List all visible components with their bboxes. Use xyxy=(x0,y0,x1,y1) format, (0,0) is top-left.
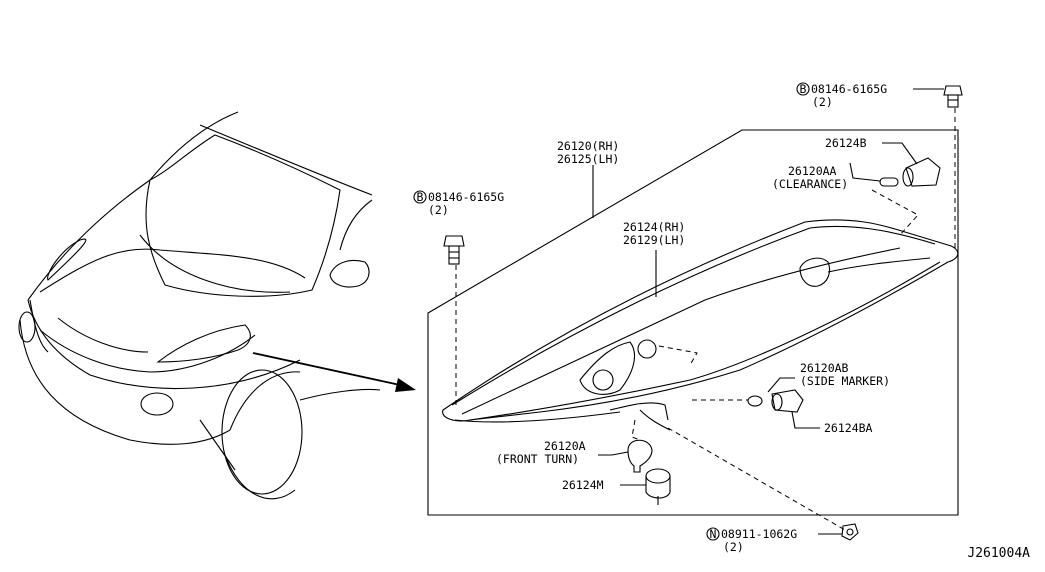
front-turn-desc: (FRONT TURN) xyxy=(496,452,579,466)
callout-side-marker: 26120AB (SIDE MARKER) xyxy=(800,361,890,388)
callout-socket-m: 26124M xyxy=(562,478,604,492)
socket-ba-part: 26124BA xyxy=(824,421,873,435)
clearance-desc: (CLEARANCE) xyxy=(772,177,848,191)
assembly-frame xyxy=(427,129,959,516)
headlamp-assembly xyxy=(442,219,959,431)
side-marker-part: 26120AB xyxy=(800,361,849,375)
bolt-top-prefix: B xyxy=(800,82,807,96)
bolt-top-qty: (2) xyxy=(812,95,833,109)
housing-lh: 26129(LH) xyxy=(623,233,685,247)
side-marker-bulb xyxy=(747,395,763,407)
diagram-code: J261004A xyxy=(967,546,1030,561)
nut-bottom-prefix: N xyxy=(710,527,717,541)
vehicle-front-sketch xyxy=(18,111,381,500)
callout-bolt-top: B 08146-6165G (2) xyxy=(796,82,887,109)
callout-headlamp-assy: 26120(RH) 26125(LH) xyxy=(557,139,619,166)
socket-m-part: 26124M xyxy=(562,478,604,492)
bolt-left-qty: (2) xyxy=(428,203,449,217)
pointer-arrow xyxy=(252,352,416,392)
nut-bottom xyxy=(841,523,859,541)
bolt-left-prefix: B xyxy=(417,190,424,204)
socket-b-part: 26124B xyxy=(825,136,867,150)
nut-bottom-part: 08911-1062G xyxy=(721,527,797,541)
callout-clearance: 26120AA (CLEARANCE) xyxy=(772,164,848,191)
dashed-leaders xyxy=(455,108,956,531)
callout-socket-b: 26124B xyxy=(825,136,867,150)
front-turn-part: 26120A xyxy=(544,439,586,453)
socket-26124ba xyxy=(771,389,804,413)
bolt-left-part: 08146-6165G xyxy=(428,190,504,204)
bolt-left xyxy=(443,235,465,265)
socket-26124m xyxy=(645,468,671,505)
callout-socket-ba: 26124BA xyxy=(824,421,873,435)
bolt-top-part: 08146-6165G xyxy=(811,82,887,96)
callout-nut-bottom: N 08911-1062G (2) xyxy=(706,527,797,554)
clearance-part: 26120AA xyxy=(788,164,837,178)
side-marker-desc: (SIDE MARKER) xyxy=(800,374,890,388)
headlamp-assy-lh: 26125(LH) xyxy=(557,152,619,166)
leader-lines xyxy=(592,88,944,535)
housing-rh: 26124(RH) xyxy=(623,220,685,234)
callout-bolt-left: B 08146-6165G (2) xyxy=(413,190,504,217)
callout-housing: 26124(RH) 26129(LH) xyxy=(623,220,685,247)
front-turn-bulb xyxy=(627,439,653,473)
nut-bottom-qty: (2) xyxy=(723,540,744,554)
socket-26124b xyxy=(902,157,941,187)
headlamp-assy-rh: 26120(RH) xyxy=(557,139,619,153)
bolt-top xyxy=(943,85,963,108)
callout-front-turn: 26120A (FRONT TURN) xyxy=(496,439,586,466)
clearance-bulb xyxy=(879,177,899,187)
